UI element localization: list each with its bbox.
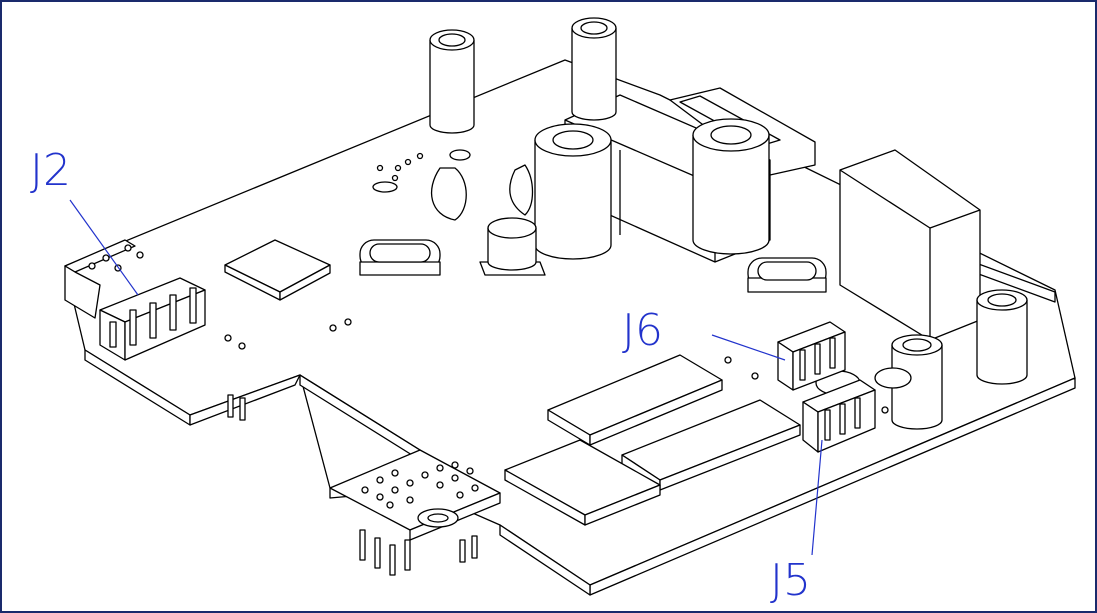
connector-j6 [777,321,846,391]
label-j5: J5 [770,555,811,606]
leader-line-j2 [69,199,139,296]
connector-j5 [802,379,876,453]
capacitor-right-front [891,334,943,430]
capacitor-rear-mid [571,17,617,121]
capacitor-right-back [976,289,1028,385]
crystal-left [359,239,441,276]
ic-pad-bottom [504,439,661,526]
label-j2: J2 [30,145,71,196]
ic-pad-top [547,354,723,446]
crystal-right [747,257,827,293]
leader-line-j5 [811,439,823,556]
chip-square [224,239,331,301]
connector-j2 [99,277,206,361]
capacitor-large-center [534,123,612,260]
pcb-board [64,59,1076,596]
left-pins [227,394,246,421]
front-header [329,449,501,576]
capacitor-rear-left [429,29,475,134]
leader-line-j6 [711,334,786,361]
solder-points [88,152,889,509]
capacitor-smd [479,217,546,276]
label-j6: J6 [622,305,663,356]
capacitor-large-right [692,118,770,255]
disc-capacitor [372,149,534,221]
